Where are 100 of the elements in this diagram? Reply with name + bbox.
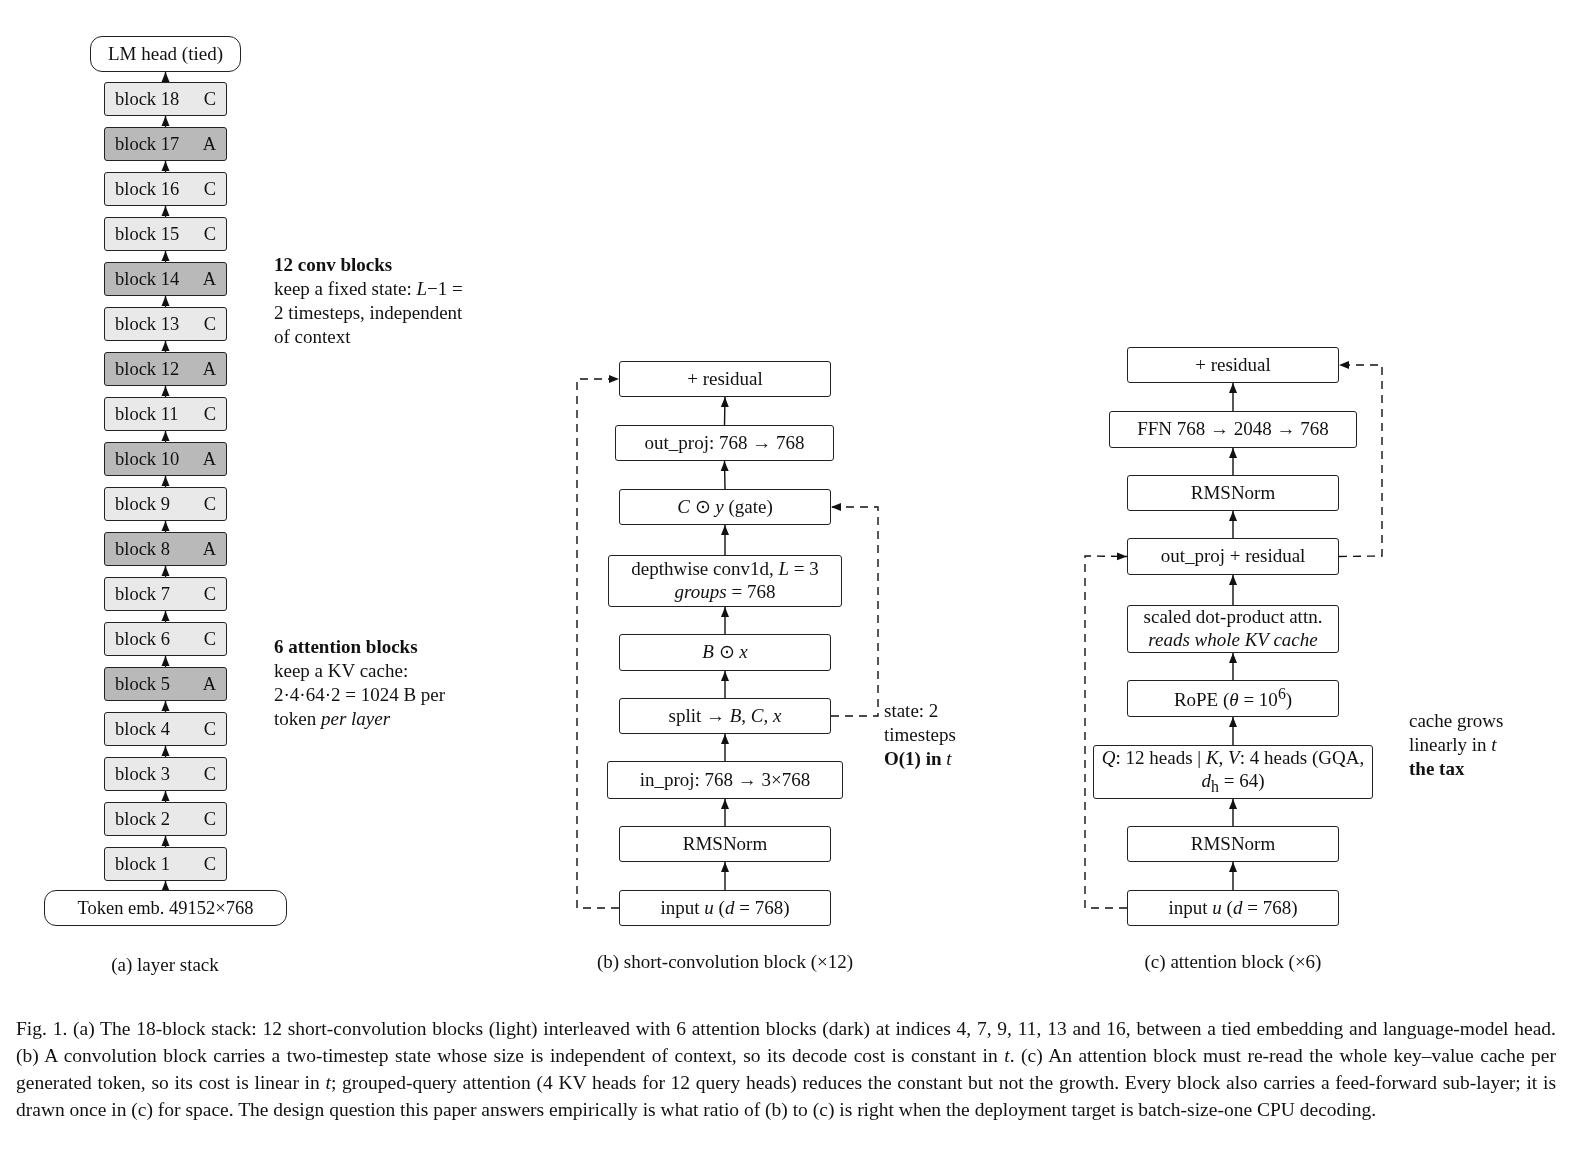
box-label: block 5 xyxy=(115,672,170,696)
annotation-heading: 12 conv blocks xyxy=(274,253,394,277)
box-label: A xyxy=(202,447,216,471)
box-label: Q: 12 heads | K, V: 4 heads (GQA, d$_{h}$ = 64) xyxy=(1100,747,1366,797)
box-label: RMSNorm xyxy=(1190,832,1276,856)
process-box xyxy=(1127,680,1339,717)
box-label: block 16 xyxy=(115,177,180,201)
box-label: block 6 xyxy=(115,627,170,651)
box-label: A xyxy=(202,357,216,381)
arrow xyxy=(1229,652,1237,681)
conv-block-box xyxy=(104,217,227,251)
box-label: B ⊙ x xyxy=(702,641,748,664)
box-label: C xyxy=(203,717,216,741)
box-label: + residual xyxy=(1195,353,1271,377)
box-label: block 7 xyxy=(115,582,170,606)
attention-block-box xyxy=(104,352,227,386)
arrow xyxy=(1229,798,1237,827)
arrow xyxy=(161,430,170,443)
box-label: block 10 xyxy=(115,447,180,471)
arrow xyxy=(161,250,170,263)
dashed-arrow xyxy=(576,375,620,909)
process-box xyxy=(615,425,834,461)
process-box xyxy=(619,698,831,734)
box-label: block 3 xyxy=(115,762,170,786)
conv-block-box xyxy=(104,577,227,611)
arrow xyxy=(161,340,170,353)
arrow xyxy=(721,606,729,635)
conv-block-box xyxy=(104,712,227,746)
annotation-heading: 6 attention blocks xyxy=(274,635,419,659)
box-label: LM head (tied) xyxy=(108,42,223,66)
attention-block-box xyxy=(104,262,227,296)
annotation-text: keep a fixed state: L−1 = 2 timesteps, independent of context xyxy=(274,277,464,349)
box-label: input u (d = 768) xyxy=(1168,896,1298,920)
box-label: split → B, C, x xyxy=(668,704,782,728)
box-label: + residual xyxy=(687,367,763,391)
box-label: block 18 xyxy=(115,87,180,111)
dashed-arrow xyxy=(1084,552,1128,909)
process-box xyxy=(619,489,831,525)
box-label: C xyxy=(203,87,216,111)
box-label: A xyxy=(202,132,216,156)
conv-block-box xyxy=(104,397,227,431)
arrow xyxy=(721,524,729,556)
box-label: C xyxy=(203,627,216,651)
process-box xyxy=(1109,411,1357,448)
box-label: C xyxy=(203,177,216,201)
box-label: block 4 xyxy=(115,717,170,741)
arrow xyxy=(1229,574,1237,606)
box-label: C xyxy=(203,222,216,246)
box-label: A xyxy=(202,267,216,291)
box-label: C xyxy=(203,492,216,516)
attention-block-box xyxy=(104,442,227,476)
box-label: out_proj + residual xyxy=(1160,545,1306,568)
arrow xyxy=(161,655,170,668)
conv-block-box xyxy=(104,172,227,206)
process-box xyxy=(1127,347,1339,383)
box-label: block 11 xyxy=(115,402,179,426)
subfigure-caption: (b) short-convolution block (×12) xyxy=(595,950,855,974)
box-label: C xyxy=(203,402,216,426)
attention-block-box xyxy=(104,127,227,161)
terminal-box xyxy=(44,890,287,926)
arrow xyxy=(721,733,729,762)
arrow xyxy=(161,295,170,308)
box-label: block 15 xyxy=(115,222,180,246)
arrow xyxy=(161,475,170,488)
box-label: FFN 768 → 2048 → 768 xyxy=(1137,418,1329,441)
process-box xyxy=(1127,890,1339,926)
process-box xyxy=(619,634,831,671)
arrow xyxy=(161,71,170,83)
process-box xyxy=(619,890,831,926)
box-label: block 13 xyxy=(115,312,180,336)
terminal-box xyxy=(90,36,241,72)
attention-block-box xyxy=(104,667,227,701)
arrow xyxy=(161,520,170,533)
arrow xyxy=(1229,716,1237,746)
arrow xyxy=(161,385,170,398)
box-label: Token emb. 49152×768 xyxy=(77,896,254,920)
conv-block-box xyxy=(104,487,227,521)
process-box xyxy=(1127,475,1339,511)
process-box xyxy=(619,361,831,397)
arrow xyxy=(161,835,170,848)
box-label: depthwise conv1d, L = 3 groups = 768 xyxy=(630,558,820,604)
box-label: C xyxy=(203,807,216,831)
box-label: scaled dot-product attn. reads whole KV cache xyxy=(1142,606,1324,652)
annotation-heading: the tax xyxy=(1409,757,1466,781)
annotation-text: keep a KV cache: 2·4·64·2 = 1024 B per token per layer xyxy=(274,659,447,731)
dashed-arrow xyxy=(830,503,879,717)
box-label: A xyxy=(202,537,216,561)
conv-block-box xyxy=(104,802,227,836)
box-label: out_proj: 768 → 768 xyxy=(644,431,805,455)
dashed-arrow xyxy=(1338,361,1383,558)
arrow xyxy=(720,396,729,426)
arrow xyxy=(720,460,729,490)
box-label: C xyxy=(203,312,216,336)
subfigure-caption: (c) attention block (×6) xyxy=(1143,950,1323,974)
box-label: block 1 xyxy=(115,852,170,876)
arrow xyxy=(161,565,170,578)
box-label: A xyxy=(202,672,216,696)
box-label: block 12 xyxy=(115,357,180,381)
arrow xyxy=(1229,510,1237,539)
process-box xyxy=(607,761,843,799)
